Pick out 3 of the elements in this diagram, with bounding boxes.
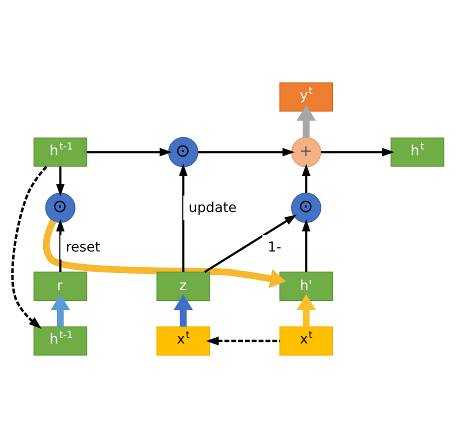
edge-label: update [188,200,237,216]
edge-label: 1- [268,239,282,256]
edge-label: reset [66,239,100,256]
